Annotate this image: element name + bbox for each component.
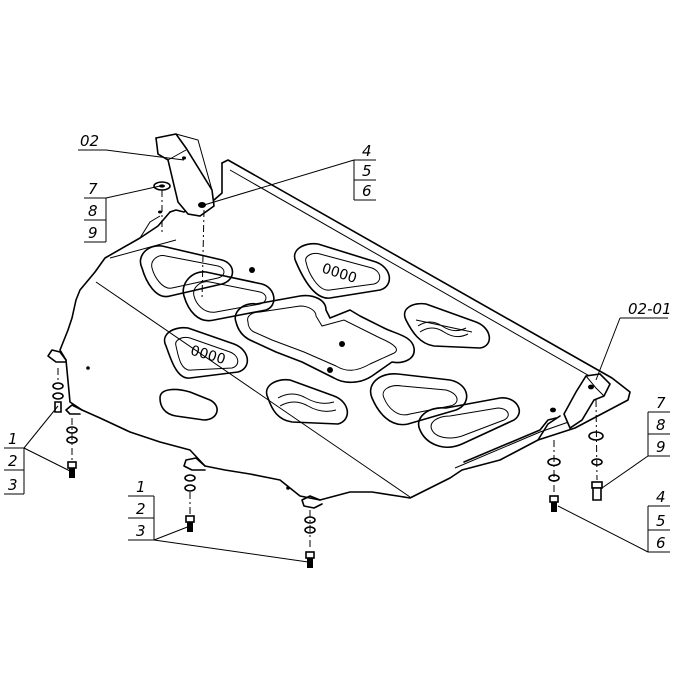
label-mid-1: 1 <box>136 478 146 496</box>
vent-grille-right <box>403 302 491 349</box>
label-far-left-2: 2 <box>8 452 18 470</box>
label-left-7: 7 <box>88 180 98 198</box>
label-top-6: 6 <box>362 182 372 200</box>
callout-labels: 02 02-01 4 5 6 7 8 9 7 8 9 4 5 6 1 2 3 1… <box>8 132 672 552</box>
label-right-7: 7 <box>656 394 666 412</box>
label-part-02-01: 02-01 <box>628 300 672 318</box>
label-left-8: 8 <box>88 202 98 220</box>
fastener-top-left <box>153 181 205 301</box>
label-mid-2: 2 <box>136 500 146 518</box>
leader-lines <box>4 149 670 563</box>
bracket-02 <box>155 133 215 217</box>
label-low-4: 4 <box>656 488 666 506</box>
emboss-plate-1: 0000 <box>293 242 391 299</box>
stiffening-ribs <box>139 245 557 463</box>
label-low-6: 6 <box>656 534 666 552</box>
label-part-02: 02 <box>80 132 99 150</box>
fastener-right-bracket <box>588 399 604 501</box>
emboss-text-2: 0000 <box>189 343 228 368</box>
label-low-5: 5 <box>656 512 666 530</box>
label-top-5: 5 <box>362 162 372 180</box>
label-far-left-3: 3 <box>8 476 18 494</box>
label-right-9: 9 <box>656 438 666 456</box>
label-right-8: 8 <box>656 416 666 434</box>
label-far-left-1: 1 <box>8 430 18 448</box>
fastener-far-left <box>52 368 78 478</box>
emboss-text-1: 0000 <box>320 261 359 287</box>
label-top-4: 4 <box>362 142 372 160</box>
fastener-mid-right <box>304 510 316 568</box>
fastener-right-lower <box>547 440 561 512</box>
fastener-mid-left <box>184 474 196 532</box>
label-mid-3: 3 <box>136 522 146 540</box>
protection-plate <box>47 159 631 509</box>
vent-grille-left <box>265 378 349 425</box>
label-left-9: 9 <box>88 224 98 242</box>
bracket-02-01 <box>550 373 611 430</box>
emboss-plate-2: 0000 <box>163 326 249 379</box>
